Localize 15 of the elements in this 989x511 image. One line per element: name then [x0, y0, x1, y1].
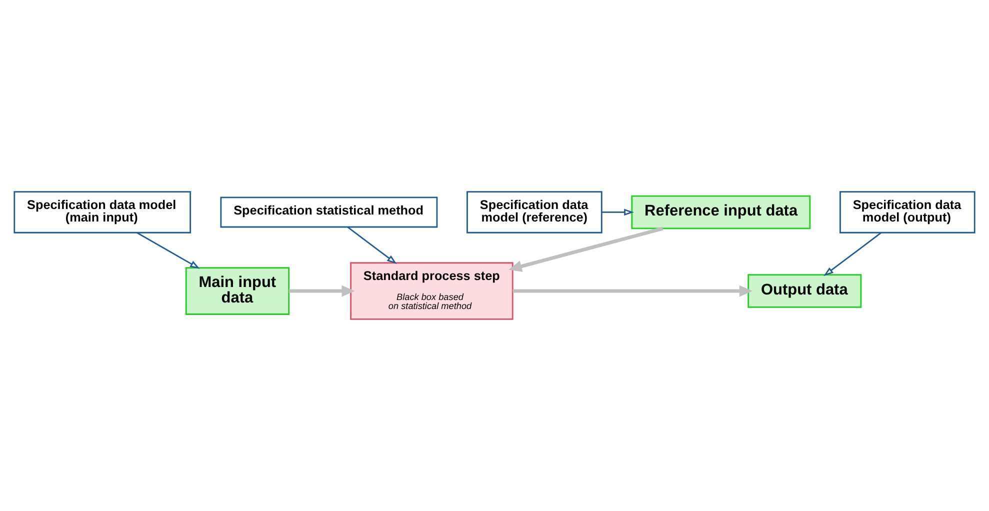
arrow [288, 285, 355, 297]
node-box: Specification data model (output) [840, 191, 976, 234]
node-box: Specification data model (reference) [466, 191, 602, 234]
node-box: Specification data model (main input) [14, 191, 192, 234]
arrow [512, 285, 753, 297]
node-box: Output data [748, 274, 862, 308]
arrow [347, 226, 397, 264]
arrow [508, 226, 664, 272]
node-box: Standard process step Black box based on statistical method [350, 262, 514, 320]
arrow [602, 208, 634, 216]
node-box: Main input data [185, 267, 290, 315]
node-box: Reference input data [631, 195, 811, 230]
arrow [824, 232, 882, 276]
node-box: Specification statistical method [220, 196, 438, 228]
arrow [136, 232, 200, 269]
